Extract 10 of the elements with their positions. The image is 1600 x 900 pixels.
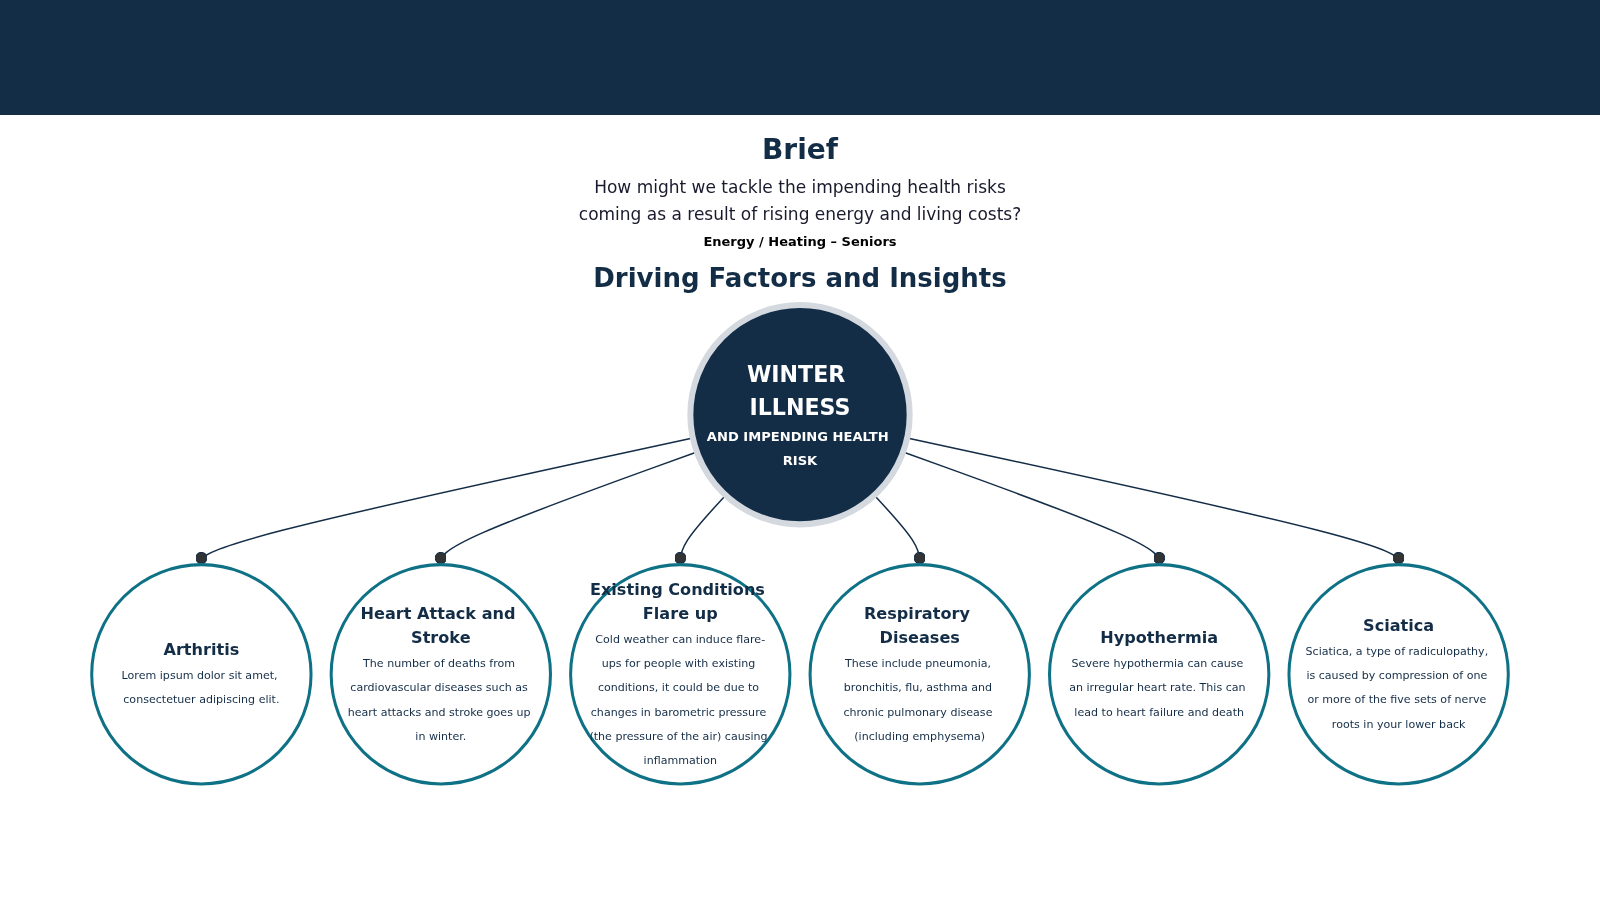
- question-text: How might we tackle the impending health risks coming as a result of rising energy and living costs?: [577, 176, 1023, 227]
- node-circle: WINTER ILLNESS AND IMPENDING HEALTH RISK: [687, 302, 913, 528]
- node-circle: Heart Attack and Stroke The number of deaths from cardiovascular diseases such as heart attacks and stroke goes up in winter.: [329, 563, 552, 786]
- subtitle: Energy / Heating – Seniors: [702, 234, 898, 250]
- node-circle: Sciatica Sciatica, a type of radiculopathy, is caused by compression of one or more of the five sets of nerve roots in your lower back: [1287, 563, 1510, 786]
- section-heading: Driving Factors and Insights: [592, 263, 1008, 294]
- title: Brief: [761, 133, 840, 166]
- node-circle: Hypothermia Severe hypothermia can cause an irregular heart rate. This can lead to heart failure and death: [1048, 563, 1271, 786]
- node-circle: Respiratory Diseases These include pneumonia, bronchitis, flu, asthma and chronic pulmonary disease (including emphysema): [808, 563, 1031, 786]
- node-circle: Arthritis Lorem ipsum dolor sit amet, consectetuer adipiscing elit.: [90, 563, 313, 786]
